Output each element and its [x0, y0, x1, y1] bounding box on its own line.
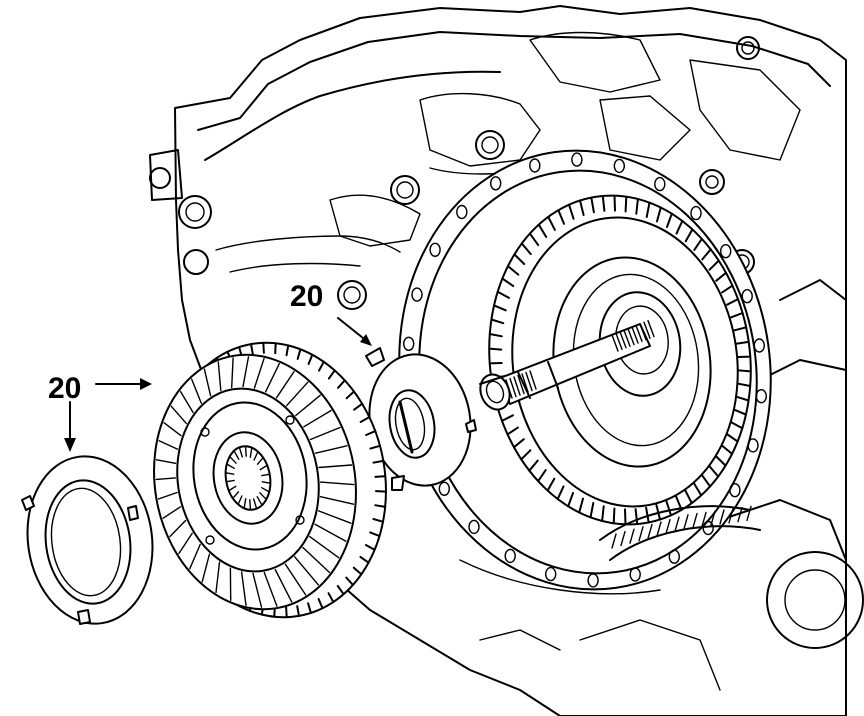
callout-leader-left-horizontal: [95, 378, 152, 390]
flange-bolt-holes: [403, 152, 767, 588]
housing-bolt: [475, 130, 505, 160]
thrust-washer-upper: [365, 347, 477, 491]
housing-bolt: [337, 280, 367, 310]
callout-label-upper: 20: [290, 280, 323, 313]
thrust-washer-left: [21, 455, 154, 625]
callout-leader-upper: [337, 317, 372, 346]
callout-label-left: 20: [48, 372, 81, 405]
drum-splines: [155, 356, 355, 608]
housing-bolt: [699, 169, 725, 195]
housing-bolt: [390, 175, 420, 205]
ring-gear: [488, 194, 752, 526]
housing-bolt: [736, 36, 760, 60]
input-shaft: [479, 319, 655, 411]
lower-gear-segment: [599, 505, 761, 561]
planetary-carrier-drum: [153, 341, 387, 619]
callout-leader-left-vertical: [64, 401, 76, 452]
